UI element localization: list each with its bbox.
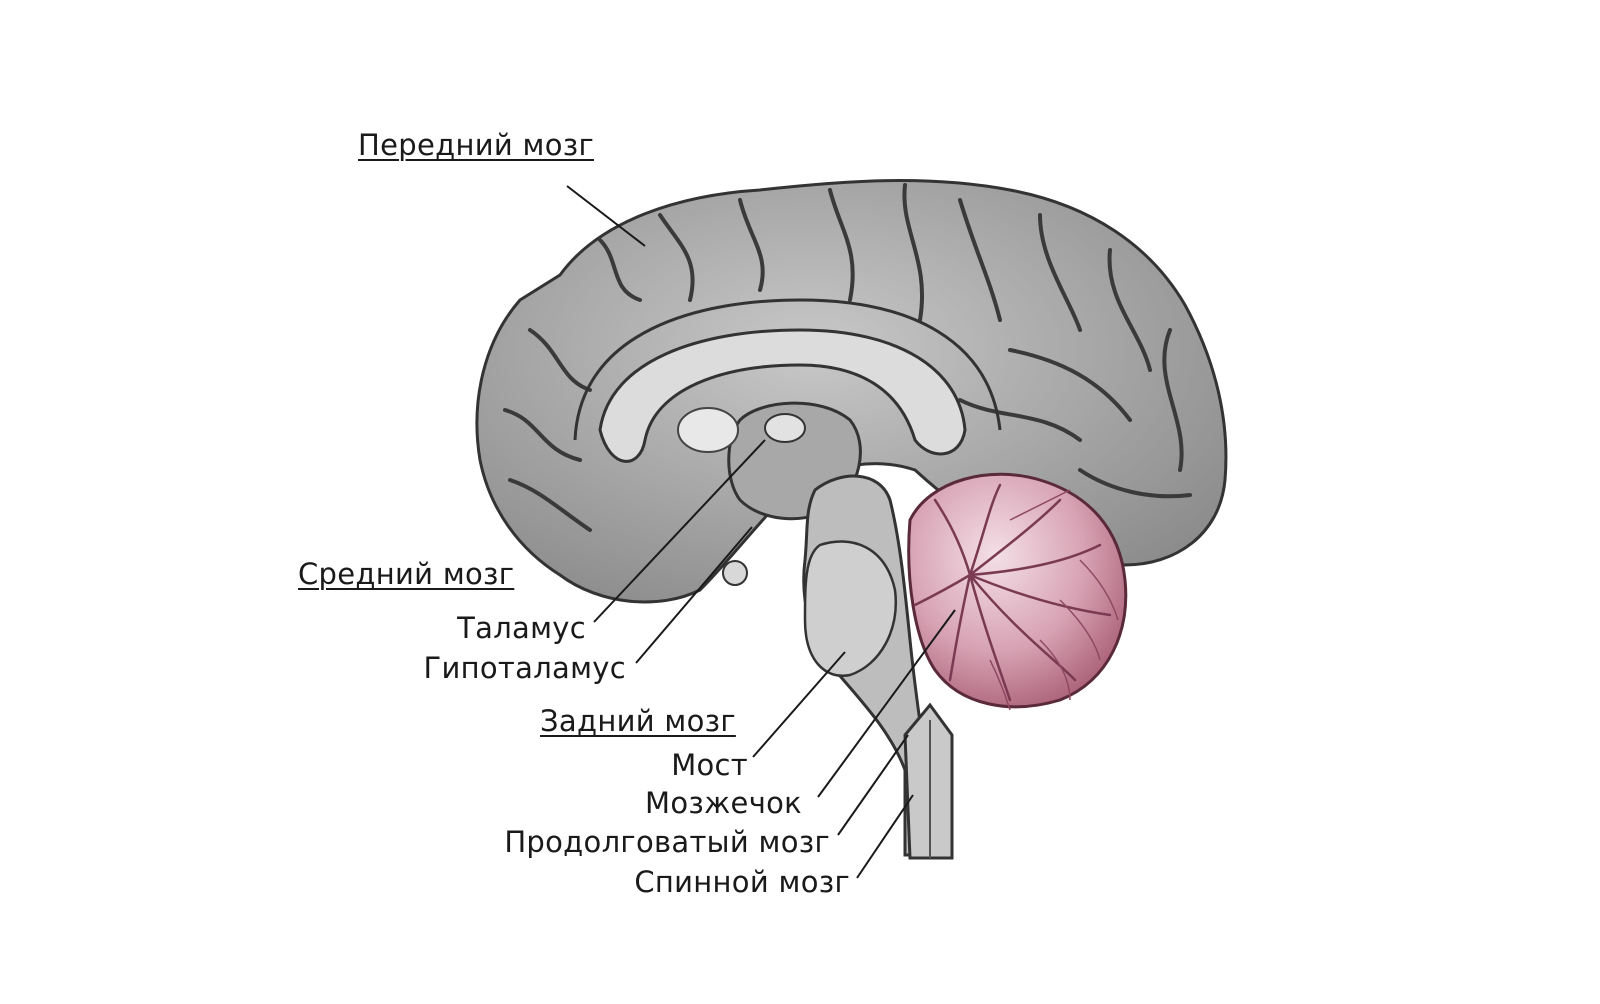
label-thalamus: Таламус [457, 611, 586, 645]
leader-medulla [837, 734, 909, 836]
leader-forebrain [566, 185, 646, 247]
pons [803, 540, 898, 677]
label-forebrain: Передний мозг [358, 128, 594, 162]
folia [989, 489, 1119, 711]
spinal-cord [903, 702, 954, 860]
arbor-vitae [913, 483, 1112, 702]
leader-pons [752, 651, 846, 758]
leader-cerebellum [817, 609, 956, 798]
label-pons: Мост [671, 748, 748, 782]
leader-spinal-cord [856, 794, 914, 879]
label-midbrain: Средний мозг [298, 557, 515, 591]
cerebellum [907, 472, 1128, 709]
leader-hypothalamus [635, 526, 753, 664]
leader-thalamus [593, 439, 766, 623]
label-spinal-cord: Спинной мозг [634, 865, 850, 899]
label-hypothalamus: Гипоталамус [423, 651, 626, 685]
corpus-callosum [598, 328, 967, 463]
leader-lines [566, 185, 956, 879]
label-hindbrain: Задний мозг [540, 704, 736, 738]
label-cerebellum: Мозжечок [645, 786, 802, 820]
sulci-lines [503, 183, 1192, 532]
label-medulla: Продолговатый мозг [504, 825, 830, 859]
